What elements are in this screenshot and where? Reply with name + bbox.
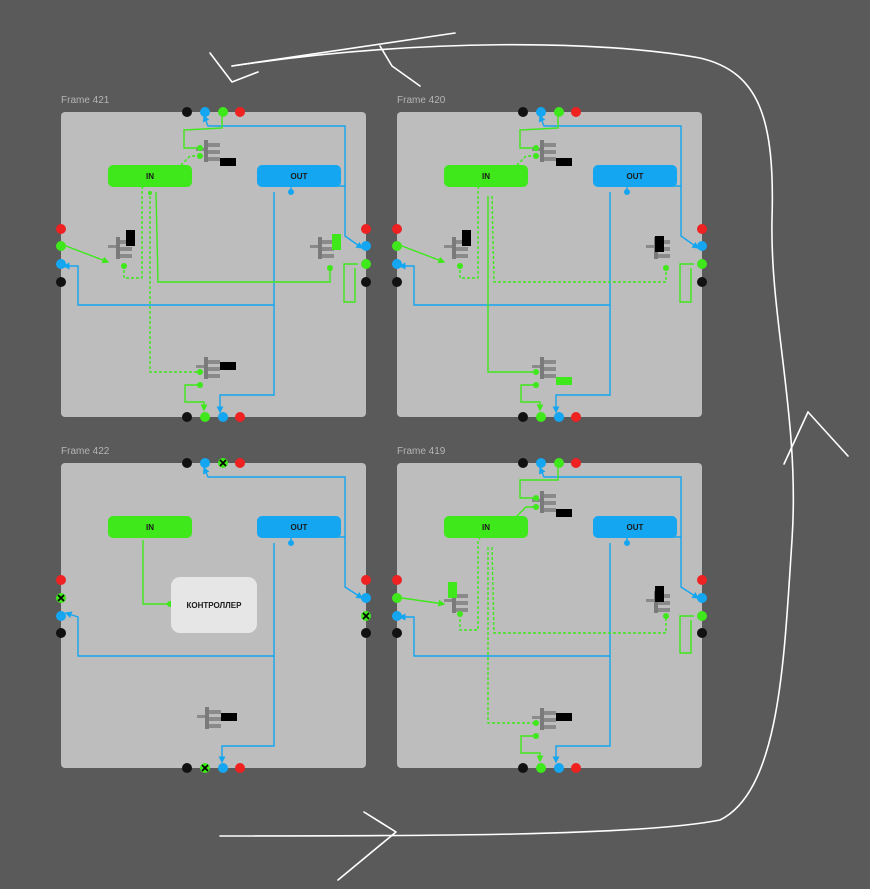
frame-421[interactable]: [61, 112, 366, 417]
turnstile-icon: [108, 230, 135, 259]
cycle-arrow-icon: [209, 32, 849, 881]
frame-419-title: Frame 419: [397, 446, 446, 457]
frame-422-wiring: [56, 458, 371, 773]
frame-420-title: Frame 420: [397, 95, 446, 106]
frame-422-out-node[interactable]: OUT: [257, 516, 341, 538]
frame-420[interactable]: [397, 112, 702, 417]
frame-419-wiring: [392, 458, 707, 773]
frame-422-title: Frame 422: [61, 446, 110, 457]
frame-421-in-node[interactable]: IN: [108, 165, 192, 187]
frame-421-out-node[interactable]: OUT: [257, 165, 341, 187]
frame-421-wiring: [56, 107, 371, 422]
frame-421-title: Frame 421: [61, 95, 110, 106]
blocked-port-icon: [218, 458, 228, 468]
frame-419-out-node[interactable]: OUT: [593, 516, 677, 538]
frame-419[interactable]: [397, 463, 702, 768]
blocked-port-icon: [361, 611, 371, 621]
blocked-port-icon: [200, 763, 210, 773]
frame-422-in-node[interactable]: IN: [108, 516, 192, 538]
frame-420-out-node[interactable]: OUT: [593, 165, 677, 187]
frame-420-wiring: [392, 107, 707, 422]
frame-422-controller[interactable]: КОНТРОЛЛЕР: [171, 577, 257, 633]
blocked-port-icon: [56, 593, 66, 603]
turnstile-icon: [310, 234, 341, 259]
frame-419-in-node[interactable]: IN: [444, 516, 528, 538]
frame-420-in-node[interactable]: IN: [444, 165, 528, 187]
